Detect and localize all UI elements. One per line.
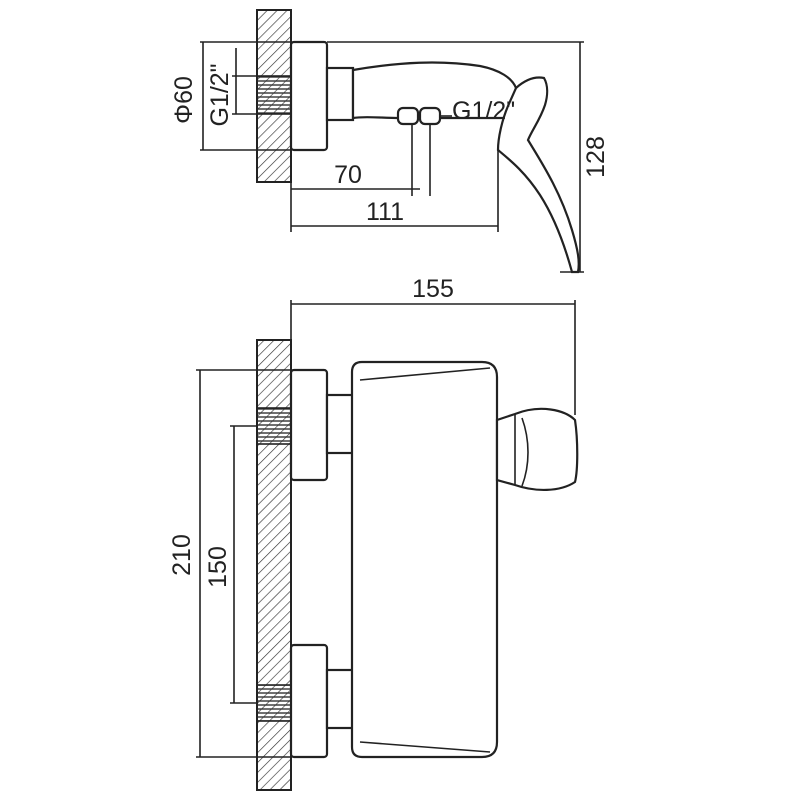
dim-label-128: 128	[582, 136, 610, 178]
thread-inlet-lower	[256, 684, 292, 722]
escutcheon-lower	[289, 643, 329, 759]
dim-label-diameter: Φ60	[170, 76, 198, 124]
connector-nut-lower	[325, 668, 355, 730]
dim-label-150: 150	[204, 546, 232, 588]
connector-nut-top	[325, 66, 355, 122]
thread-inlet-upper	[256, 407, 292, 445]
mixer-body-front	[350, 360, 499, 759]
outlet-coupling-2	[418, 106, 442, 126]
escutcheon-top	[289, 40, 329, 152]
dim-label-thread-right: G1/2"	[452, 97, 515, 125]
escutcheon-upper	[289, 368, 329, 482]
dim-label-210: 210	[168, 534, 196, 576]
lever-handle-top	[496, 76, 580, 274]
front-view: 155 210 150	[168, 275, 579, 791]
top-view: Φ60 G1/2" G1/2" 70 111 128	[170, 9, 610, 274]
dim-label-111: 111	[366, 198, 404, 226]
handle-cap-front	[495, 407, 579, 492]
connector-nut-upper	[325, 393, 355, 455]
dim-label-70: 70	[334, 161, 362, 189]
thread-inlet-top	[256, 75, 292, 115]
dim-label-thread-left: G1/2"	[206, 63, 234, 126]
dim-label-155: 155	[412, 275, 454, 303]
outlet-coupling-1	[396, 106, 420, 126]
